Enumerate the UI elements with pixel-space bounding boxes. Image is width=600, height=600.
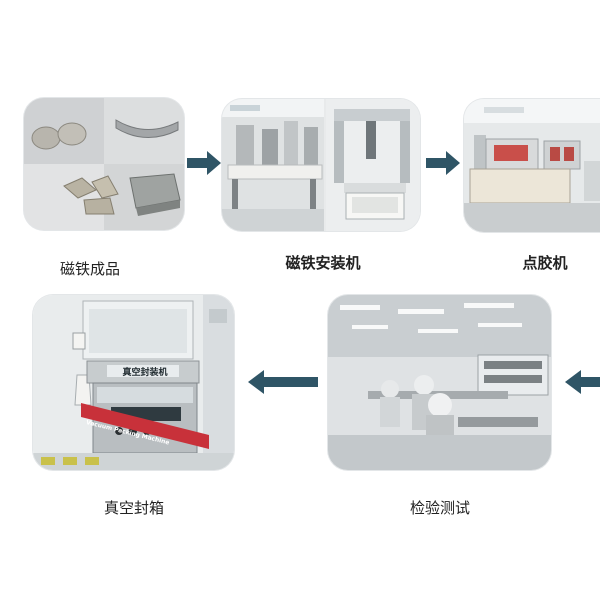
label-inspection-testing: 检验测试 (409, 499, 470, 517)
arrow-right-2 (426, 151, 460, 175)
arrow-right-1 (187, 151, 221, 175)
magnet-products-photo (24, 98, 184, 230)
arrow-left-1 (248, 370, 318, 394)
dispenser-photo (464, 99, 600, 232)
machine-sign-text: 真空封装机 (122, 368, 168, 378)
vacuum-sealing-photo: 真空封装机 Vacuum Packing Machine (33, 295, 234, 470)
label-dispenser: 点胶机 (522, 254, 568, 272)
label-magnet-installer: 磁铁安装机 (285, 254, 361, 272)
magnet-installer-photo (222, 99, 420, 231)
inspection-testing-photo (328, 295, 551, 470)
label-magnet-products: 磁铁成品 (59, 260, 120, 278)
label-vacuum-sealing: 真空封箱 (103, 499, 164, 517)
arrow-left-2 (565, 370, 600, 394)
